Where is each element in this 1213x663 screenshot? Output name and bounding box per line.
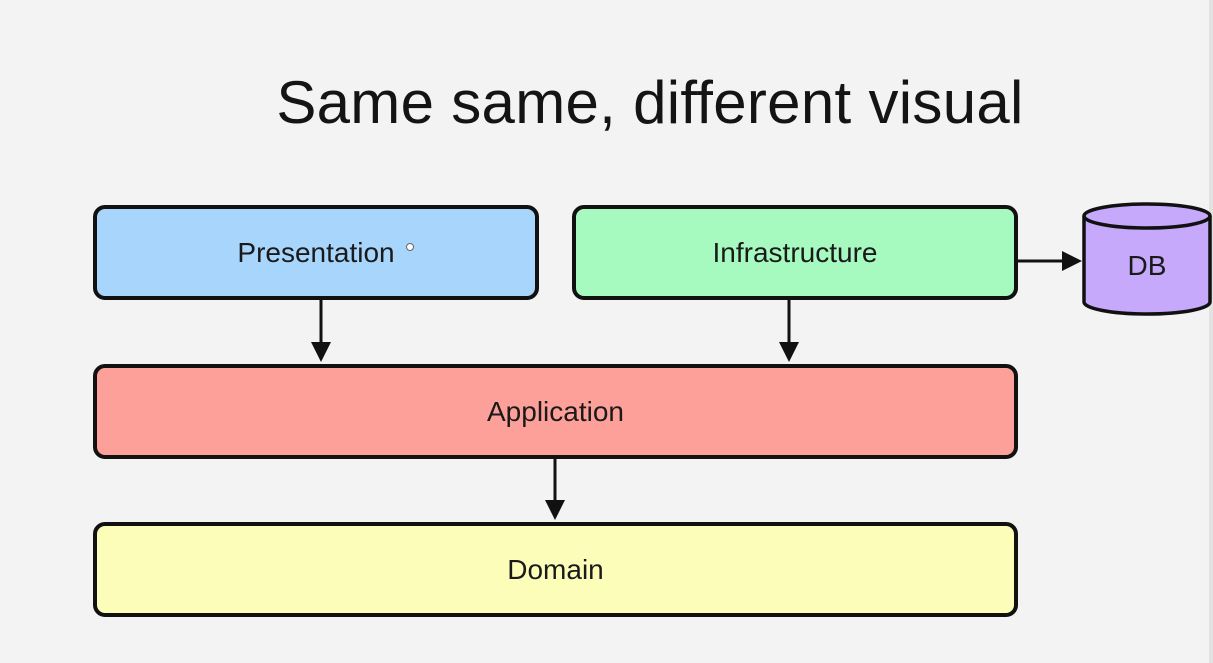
arrowhead-application-to-domain	[545, 500, 565, 520]
presentation-layer-box: Presentation	[93, 205, 539, 300]
infrastructure-layer-box: Infrastructure	[572, 205, 1018, 300]
db-cylinder-body	[1082, 216, 1212, 316]
domain-label: Domain	[507, 553, 604, 585]
arrowhead-presentation-to-application	[311, 342, 331, 362]
application-layer-box: Application	[93, 364, 1018, 459]
infrastructure-label: Infrastructure	[712, 236, 878, 268]
db-cylinder	[1082, 202, 1212, 316]
domain-layer-box: Domain	[93, 522, 1018, 617]
db-label: DB	[1127, 250, 1167, 281]
presentation-label: Presentation	[237, 236, 395, 268]
slide-edge	[1209, 0, 1213, 663]
slide-title: Same same, different visual	[276, 69, 1024, 136]
arrowhead-infrastructure-to-db	[1062, 251, 1082, 271]
db-cylinder-top	[1082, 202, 1212, 230]
arrowhead-infrastructure-to-application	[779, 342, 799, 362]
cursor-icon	[406, 243, 414, 251]
application-label: Application	[487, 395, 624, 427]
